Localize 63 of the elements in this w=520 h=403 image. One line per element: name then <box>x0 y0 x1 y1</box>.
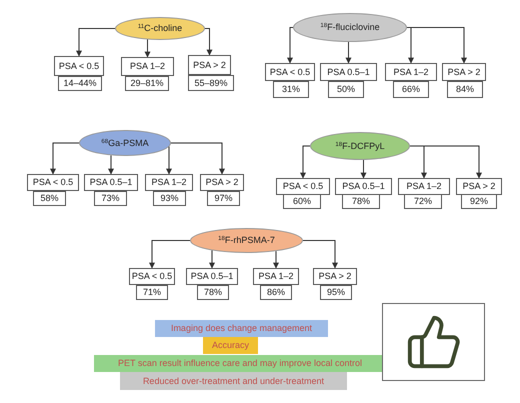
psa-range-box: 66% <box>393 81 429 98</box>
arrow <box>50 142 80 175</box>
detection-rate-box: 86% <box>260 285 292 300</box>
psa-range-box: PSA 0.5–1 <box>186 268 238 285</box>
psa-range-box: PSA 1–2 <box>145 174 193 191</box>
detection-rate-box: 71% <box>136 285 168 300</box>
psa-range-box: 31% <box>273 81 309 98</box>
detection-rate-box: 78% <box>197 285 229 300</box>
detection-rate-box: PSA 1–2 <box>385 63 437 81</box>
arrow <box>144 39 150 58</box>
tracer-ellipse: $^{18}$F-rhPSMA-7 <box>190 228 303 253</box>
detection-rate-box: PSA < 0.5 <box>276 178 330 195</box>
psa-range-box: PSA > 2 <box>200 174 244 191</box>
psa-range-box: PSA < 0.5 <box>27 174 79 191</box>
summary-band: Imaging does change management <box>155 320 328 337</box>
arrow <box>406 27 467 64</box>
arrow <box>149 240 190 269</box>
arrow <box>346 42 352 64</box>
arrow <box>406 27 414 64</box>
arrow <box>302 240 338 269</box>
arrow <box>209 250 215 269</box>
psa-range-box: 78% <box>342 194 380 209</box>
arrow <box>108 154 114 175</box>
detection-rate-box: PSA 0.5–1 <box>335 178 392 195</box>
psa-range-box: PSA < 0.5 <box>54 56 104 76</box>
detection-rate-box: PSA 0.5–1 <box>320 63 377 81</box>
psa-range-box: 92% <box>461 194 497 209</box>
psa-range-box: 72% <box>404 194 442 209</box>
tracer-ellipse: $^{18}$F-DCFPyL <box>310 132 410 160</box>
tracer-ellipse: $^{68}$Ga-PSMA <box>79 130 171 156</box>
arrow <box>287 27 294 64</box>
detection-rate-box: PSA 1–2 <box>398 178 450 195</box>
arrow <box>360 159 366 179</box>
arrow <box>273 250 279 269</box>
tracer-ellipse: $^{11}$C-choline <box>115 17 205 40</box>
detection-rate-box: 55–89% <box>188 75 234 91</box>
detection-rate-box: PSA > 2 <box>456 178 502 195</box>
psa-range-box: PSA 1–2 <box>253 268 299 285</box>
psa-range-box: PSA > 2 <box>313 268 357 285</box>
arrow <box>76 28 116 57</box>
psa-range-box: 60% <box>283 194 321 209</box>
detection-rate-box: 58% <box>33 191 66 206</box>
detection-rate-box: PSA > 2 <box>442 63 486 81</box>
detection-rate-box: 29–81% <box>125 76 169 91</box>
detection-rate-box: 95% <box>320 285 352 300</box>
summary-band: Accuracy <box>203 337 258 354</box>
arrow <box>410 146 482 179</box>
psa-range-box: PSA 1–2 <box>121 57 174 76</box>
detection-rate-box: PSA < 0.5 <box>265 63 315 81</box>
summary-band: Reduced over-treatment and under-treatment <box>120 372 347 390</box>
detection-rate-box: 73% <box>94 191 127 206</box>
arrow <box>300 146 310 179</box>
detection-rate-box: 97% <box>207 191 240 206</box>
psa-range-box: PSA 0.5–1 <box>84 174 138 191</box>
psa-range-box: 84% <box>447 81 483 98</box>
detection-rate-box: 93% <box>153 191 186 206</box>
psa-range-box: PSA > 2 <box>188 55 231 75</box>
detection-rate-box: 14–44% <box>58 76 102 91</box>
psa-range-box: 50% <box>328 81 364 98</box>
arrow <box>204 28 212 56</box>
tracer-ellipse: $^{18}$F-fluciclovine <box>293 13 407 42</box>
psa-range-box: PSA < 0.5 <box>129 268 175 285</box>
arrow <box>170 142 225 175</box>
